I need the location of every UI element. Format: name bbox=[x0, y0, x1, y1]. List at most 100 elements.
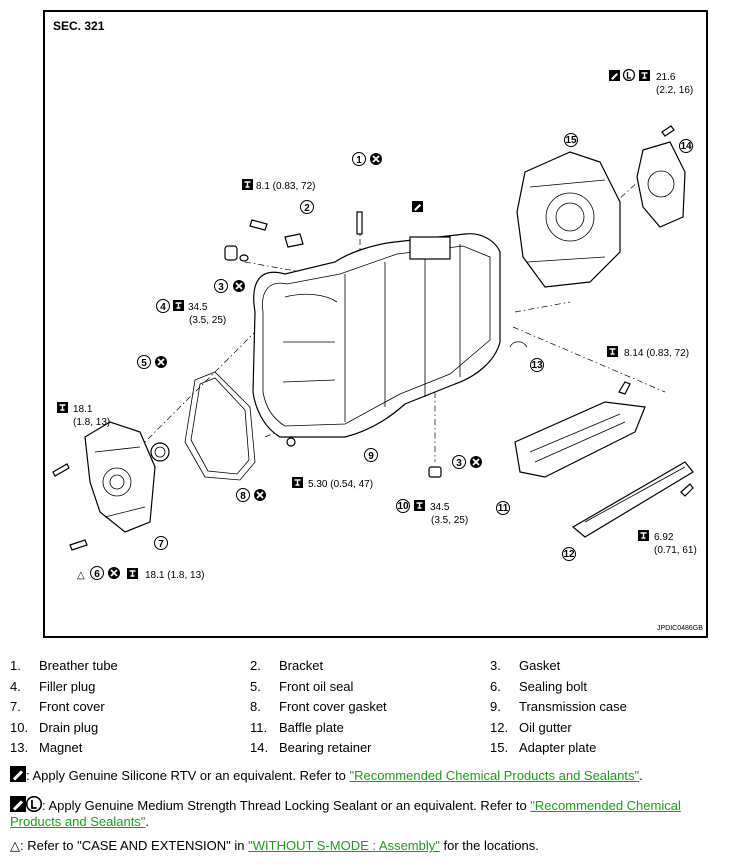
diagram-svg: SEC. 321 JPDIC0486GB bbox=[52, 19, 703, 632]
svg-text:3: 3 bbox=[456, 458, 462, 469]
item-name: Baffle plate bbox=[279, 719, 344, 735]
item-name: Oil gutter bbox=[519, 719, 572, 735]
item-name: Adapter plate bbox=[519, 740, 597, 755]
note-end: . bbox=[639, 768, 643, 783]
front-cover bbox=[84, 421, 156, 533]
sealant-case bbox=[412, 201, 423, 212]
svg-text:14: 14 bbox=[680, 141, 692, 152]
item-number: 3. bbox=[490, 658, 501, 673]
svg-text:3: 3 bbox=[218, 282, 224, 293]
breather-tube bbox=[356, 211, 363, 235]
svg-text:△: △ bbox=[77, 570, 85, 581]
svg-text:13: 13 bbox=[531, 360, 543, 371]
item-name: Gasket bbox=[519, 658, 561, 673]
note-end: for the locations. bbox=[439, 838, 539, 853]
svg-text:11: 11 bbox=[498, 503, 509, 514]
callout-14: 14 bbox=[679, 139, 693, 153]
note-thread-lock: : Apply Genuine Medium Strength Thread L… bbox=[10, 796, 725, 838]
note-case-extension: △: Refer to "CASE AND EXTENSION" in "WIT… bbox=[10, 838, 725, 854]
legend-row: 10.Drain plug 11.Baffle plate 12.Oil gut… bbox=[10, 718, 730, 739]
svg-text:9: 9 bbox=[368, 451, 374, 462]
callout-13: 13 bbox=[530, 358, 544, 372]
drain-plug bbox=[428, 466, 442, 478]
item-name: Bracket bbox=[279, 658, 324, 673]
notes: : Apply Genuine Silicone RTV or an equiv… bbox=[10, 766, 725, 854]
figure-code: JPDIC0486GB bbox=[657, 625, 703, 632]
link-chemical-products-2b[interactable]: Products and Sealants" bbox=[10, 814, 146, 829]
callout-6: △6 bbox=[77, 566, 121, 581]
note-text: : Apply Genuine Medium Strength Thread L… bbox=[42, 798, 531, 813]
svg-text:8.1 (0.83, 72): 8.1 (0.83, 72) bbox=[256, 181, 315, 192]
svg-text:34.5: 34.5 bbox=[430, 502, 450, 513]
svg-text:(3.5, 25): (3.5, 25) bbox=[189, 315, 226, 326]
svg-text:15: 15 bbox=[565, 135, 577, 146]
svg-text:(2.2, 16): (2.2, 16) bbox=[656, 85, 693, 96]
link-without-s-mode[interactable]: "WITHOUT S-MODE : Assembly" bbox=[248, 838, 440, 853]
legend-row: 7.Front cover 8.Front cover gasket 9.Tra… bbox=[10, 697, 730, 718]
item-name: Transmission case bbox=[519, 699, 627, 714]
svg-text:5.30 (0.54, 47): 5.30 (0.54, 47) bbox=[308, 479, 373, 490]
svg-text:6: 6 bbox=[94, 569, 100, 580]
torque-8-14: 8.14 (0.83, 72) bbox=[606, 345, 689, 359]
svg-text:5: 5 bbox=[141, 358, 147, 369]
svg-text:8.14 (0.83, 72): 8.14 (0.83, 72) bbox=[624, 348, 689, 359]
transmission-case bbox=[252, 233, 501, 438]
item-number: 7. bbox=[10, 699, 21, 714]
svg-text:(0.71, 61): (0.71, 61) bbox=[654, 545, 697, 556]
torque-8-1: 8.1 (0.83, 72) bbox=[241, 178, 315, 192]
link-chemical-products-2[interactable]: "Recommended Chemical bbox=[530, 798, 681, 813]
svg-text:4: 4 bbox=[160, 302, 166, 313]
callout-12: 12 bbox=[562, 547, 576, 561]
bearing-retainer bbox=[636, 141, 686, 228]
adapter-plate bbox=[516, 151, 621, 288]
callout-3-lower: 3 bbox=[452, 455, 483, 469]
svg-text:6.92: 6.92 bbox=[654, 532, 674, 543]
triangle-icon: △ bbox=[10, 838, 20, 853]
note-end: . bbox=[145, 814, 150, 829]
svg-text:7: 7 bbox=[158, 539, 164, 550]
item-name: Drain plug bbox=[39, 719, 99, 735]
torque-18-1-bottom: 18.1 (1.8, 13) bbox=[126, 567, 204, 581]
item-number: 9. bbox=[490, 699, 501, 714]
svg-text:(1.8, 13): (1.8, 13) bbox=[73, 417, 110, 428]
torque-18-1: 18.1 (1.8, 13) bbox=[56, 401, 110, 428]
item-number: 13. bbox=[10, 740, 29, 755]
legend-row: 13.Magnet 14.Bearing retainer 15.Adapter… bbox=[10, 738, 730, 759]
svg-text:18.1 (1.8, 13): 18.1 (1.8, 13) bbox=[145, 570, 204, 581]
item-number: 10. bbox=[10, 719, 29, 735]
svg-text:10: 10 bbox=[397, 501, 409, 512]
svg-text:8: 8 bbox=[240, 491, 246, 502]
item-number: 4. bbox=[10, 678, 21, 694]
filler-plug bbox=[224, 245, 238, 261]
front-cover-gasket bbox=[184, 371, 256, 481]
callout-4: 4 bbox=[156, 299, 170, 313]
svg-text:1: 1 bbox=[356, 155, 362, 166]
front-oil-seal bbox=[150, 442, 170, 462]
item-name: Front oil seal bbox=[279, 678, 354, 694]
item-number: 14. bbox=[250, 740, 269, 755]
item-name: Filler plug bbox=[39, 678, 96, 694]
callout-11: 11 bbox=[496, 501, 510, 515]
magnet bbox=[509, 341, 528, 348]
item-number: 15. bbox=[490, 740, 509, 755]
link-chemical-products[interactable]: "Recommended Chemical Products and Seala… bbox=[349, 768, 640, 783]
svg-text:21.6: 21.6 bbox=[656, 72, 676, 83]
callout-1: 1 bbox=[352, 152, 383, 166]
item-number: 6. bbox=[490, 678, 501, 694]
callout-5: 5 bbox=[137, 355, 168, 369]
oil-gutter bbox=[571, 461, 694, 538]
section-title: SEC. 321 bbox=[53, 19, 105, 33]
item-name: Sealing bolt bbox=[519, 678, 587, 694]
svg-text:18.1: 18.1 bbox=[73, 404, 93, 415]
torque-6-92: 6.92 (0.71, 61) bbox=[637, 529, 697, 556]
callout-15: 15 bbox=[564, 133, 578, 147]
item-number: 1. bbox=[10, 658, 21, 673]
note-silicone: : Apply Genuine Silicone RTV or an equiv… bbox=[10, 766, 725, 796]
item-name: Bearing retainer bbox=[279, 740, 372, 755]
item-number: 12. bbox=[490, 719, 509, 735]
callout-9: 9 bbox=[364, 448, 378, 462]
bracket bbox=[284, 233, 304, 248]
item-name: Front cover bbox=[39, 699, 105, 714]
legend-row: 1.Breather tube 2.Bracket 3.Gasket bbox=[10, 656, 730, 677]
callout-7: 7 bbox=[154, 536, 168, 550]
